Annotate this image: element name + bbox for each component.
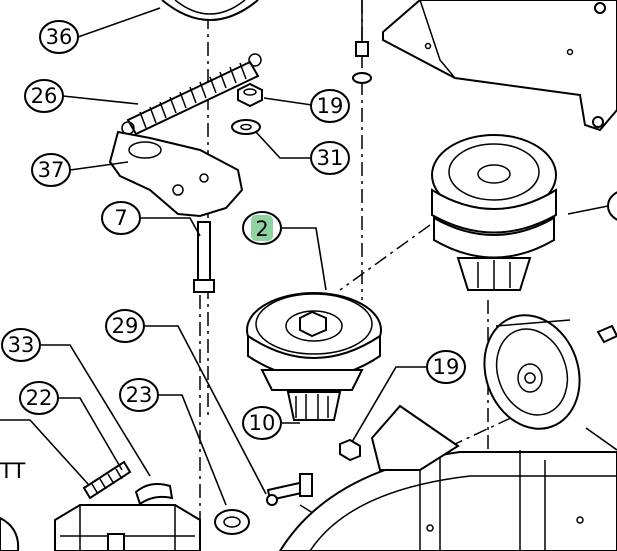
idler-arm-37 xyxy=(108,130,244,218)
callout-22-label: 22 xyxy=(26,386,53,410)
gear-23 xyxy=(214,509,250,535)
bracket-33 xyxy=(54,483,201,551)
edge-circle xyxy=(0,516,20,551)
callout-19-lower: 19 xyxy=(426,350,466,384)
bolt-29 xyxy=(266,473,313,506)
callout-right-partial xyxy=(607,191,617,221)
callout-29: 29 xyxy=(105,309,145,343)
callout-19-upper: 19 xyxy=(310,89,350,123)
bolt-7 xyxy=(193,221,215,293)
callout-2-label: 2 xyxy=(255,217,268,241)
callout-31: 31 xyxy=(310,141,350,175)
callout-31-label: 31 xyxy=(317,146,344,170)
callout-7: 7 xyxy=(101,201,141,235)
callout-36: 36 xyxy=(39,20,79,54)
callout-19-upper-label: 19 xyxy=(317,94,344,118)
callout-33-label: 33 xyxy=(8,333,35,357)
leader-lines xyxy=(0,7,617,506)
mower-deck xyxy=(278,404,617,551)
callout-37-label: 37 xyxy=(38,158,65,182)
upper-hardware xyxy=(352,0,372,84)
spindle-pulley-2 xyxy=(246,292,382,421)
spring-22 xyxy=(82,460,132,500)
washer-31 xyxy=(231,119,261,135)
callout-23-label: 23 xyxy=(126,383,153,407)
spring-26 xyxy=(121,53,262,136)
callout-19-lower-label: 19 xyxy=(433,355,460,379)
callout-22: 22 xyxy=(19,381,59,415)
nut-19-upper xyxy=(237,82,263,108)
edge-text-fragment: TT xyxy=(0,459,25,483)
callout-29-label: 29 xyxy=(112,314,139,338)
callout-7-label: 7 xyxy=(114,206,127,230)
callout-26: 26 xyxy=(24,79,64,113)
callout-26-label: 26 xyxy=(31,84,58,108)
deflector-plate xyxy=(382,0,617,132)
callout-10-label: 10 xyxy=(249,411,276,435)
edge-bolt xyxy=(596,324,617,344)
callout-23: 23 xyxy=(119,378,159,412)
nut-19-lower xyxy=(339,438,361,462)
top-pulley xyxy=(161,0,259,21)
callout-36-label: 36 xyxy=(46,25,73,49)
callout-2: 2 xyxy=(242,211,282,245)
spindle-assembly-right xyxy=(431,134,557,291)
callout-2-highlight xyxy=(251,215,273,241)
gauge-wheel xyxy=(483,314,581,430)
callout-37: 37 xyxy=(31,153,71,187)
callout-33: 33 xyxy=(1,328,41,362)
callout-10: 10 xyxy=(242,406,282,440)
